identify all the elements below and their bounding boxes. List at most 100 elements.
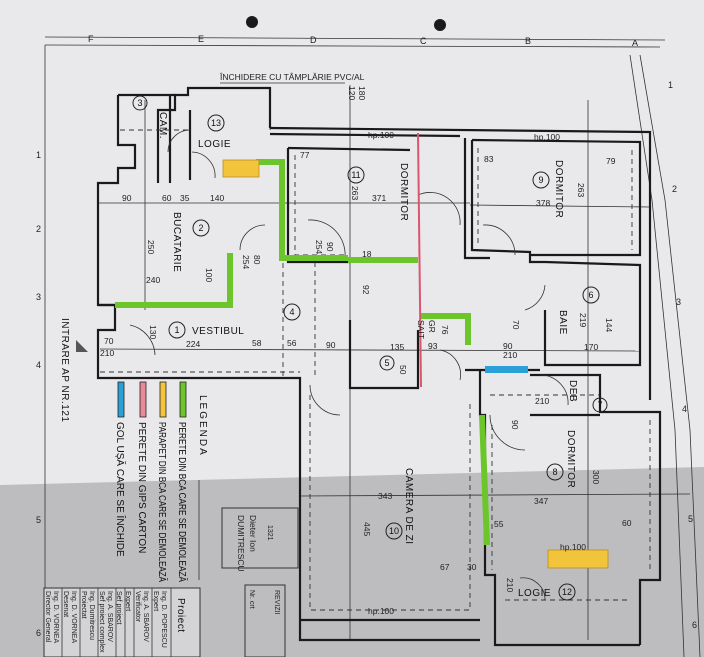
room-7: 7 DEB: [567, 380, 608, 413]
room-5: 5: [379, 355, 395, 371]
room-number: 11: [351, 170, 360, 180]
dimension-labels: 90 250 240 140 35 60 254 80 100 77 371 2…: [100, 86, 632, 616]
dim: 210: [503, 350, 517, 360]
tb-row: Sef proiect complex: [98, 591, 105, 653]
tb-row: Expert: [152, 591, 159, 611]
room-number: 8: [552, 467, 557, 477]
dim: 263: [576, 183, 586, 197]
dim: 60: [622, 518, 632, 528]
dim: 263: [350, 186, 360, 200]
room-number: 12: [562, 587, 572, 597]
dim: 100: [204, 268, 214, 282]
tb-row: Proiectat: [80, 591, 87, 619]
dim: hp.100: [534, 132, 560, 142]
room-number: 3: [137, 98, 142, 108]
grid-col-b: B: [525, 36, 531, 46]
demolished-parapet: [222, 159, 260, 178]
dim: 254: [241, 255, 251, 269]
gr-label: GR: [427, 320, 437, 333]
dim: 378: [536, 198, 550, 208]
dim: 92: [361, 285, 371, 295]
grid-col-f: F: [88, 34, 94, 44]
tb-name: Ing. Dumitrescu: [88, 591, 95, 640]
room-name-vestibul: VESTIBUL: [192, 326, 244, 337]
dim: 70: [104, 336, 114, 346]
room-number: 1: [174, 325, 179, 335]
room-number: 4: [289, 307, 294, 317]
dim: 35: [180, 193, 190, 203]
grid-row-1-left: 1: [36, 150, 41, 160]
dim: 55: [494, 519, 504, 529]
dim: 240: [146, 275, 160, 285]
room-name-dormitor-11: DORMITOR: [398, 163, 409, 221]
dim: 210: [505, 578, 515, 592]
dim: 144: [604, 318, 614, 332]
dim: 224: [186, 339, 200, 349]
dim: 250: [146, 240, 156, 254]
grid-row-6-right: 6: [692, 620, 697, 630]
dim: 140: [210, 193, 224, 203]
room-9: 9 DORMITOR: [532, 160, 564, 218]
dim: 210: [100, 348, 114, 358]
tb-name: Ing. A. SBAROV: [106, 591, 113, 642]
room-number: 13: [211, 118, 221, 128]
dim: 90: [503, 341, 513, 351]
room-number: 7: [597, 400, 602, 410]
drawing-frame: [44, 36, 701, 657]
grid-row-2-left: 2: [36, 224, 41, 234]
grid-col-a: A: [632, 38, 638, 48]
dim: 445: [362, 522, 372, 536]
dim: 30: [467, 562, 477, 572]
dim: 120: [347, 86, 357, 100]
grid-row-3-left: 3: [36, 292, 41, 302]
closed-door-opening: [485, 366, 528, 373]
dim: 135: [390, 342, 404, 352]
grid-row-4-right: 4: [682, 404, 687, 414]
title-block: Director General Ing. D. VORNEA Desenat …: [43, 584, 286, 657]
dim: 56: [287, 338, 297, 348]
tb-name: Ing. A. SBAROV: [142, 591, 149, 642]
room-number: 9: [538, 175, 543, 185]
grid-row-2-right: 2: [672, 184, 677, 194]
dim: 300: [591, 470, 601, 484]
stamp-surname: DUMITRESCU: [236, 515, 246, 572]
punch-hole: [434, 19, 446, 31]
dim: 67: [440, 562, 450, 572]
legend-title: LEGENDA: [197, 395, 208, 457]
legend-label: PERETE DIN BCA CARE SE DEMOLEAZĂ: [176, 422, 189, 582]
grid-row-5-right: 5: [688, 514, 693, 524]
room-10: 10 CAMERA DE ZI: [385, 468, 414, 545]
legend-label: GOL UȘĂ CARE SE ÎNCHIDE: [114, 422, 127, 557]
room-number: 5: [384, 358, 389, 368]
tb-row: Expert: [124, 591, 131, 611]
dim: 254: [314, 240, 324, 254]
dim: 180: [357, 86, 367, 100]
tb-row: Director General: [44, 591, 51, 643]
legend-item-gypsum-wall: PERETE DIN GIPS CARTON: [136, 381, 147, 553]
tb-revisions: REVIZII: [273, 590, 280, 615]
grid-column-labels: F E D C B A 1 2 3 4 5 6 1 2 3 4 5 6: [36, 34, 697, 638]
punch-hole: [246, 16, 258, 28]
demolished-bca-walls: [115, 159, 490, 546]
tb-row: Verificator: [134, 591, 141, 623]
dim: 50: [398, 365, 408, 375]
room-name-dormitor-9: DORMITOR: [553, 160, 564, 218]
entrance-arrow-icon: [76, 340, 88, 352]
legend-item-demolished-wall: PERETE DIN BCA CARE SE DEMOLEAZĂ: [176, 381, 189, 582]
dim: 83: [484, 154, 494, 164]
dim: 210: [535, 396, 549, 406]
grid-col-d: D: [310, 35, 317, 45]
dim: 90: [510, 420, 520, 430]
dim: 80: [252, 255, 262, 265]
grid-row-5-left: 5: [36, 515, 41, 525]
room-name-dormitor-8: DORMITOR: [565, 430, 576, 488]
room-number: 10: [389, 526, 399, 536]
annotation-inchidere: ÎNCHIDERE CU TÂMPLĂRIE PVC/AL: [219, 72, 365, 82]
room-name-deb: DEB: [567, 380, 578, 402]
dim: 170: [584, 342, 598, 352]
dim: 18: [362, 249, 372, 259]
legend-label: PERETE DIN GIPS CARTON: [136, 422, 147, 553]
tb-row: Desenat: [62, 591, 69, 617]
room-name-camera-de-zi: CAMERA DE ZI: [403, 468, 414, 545]
